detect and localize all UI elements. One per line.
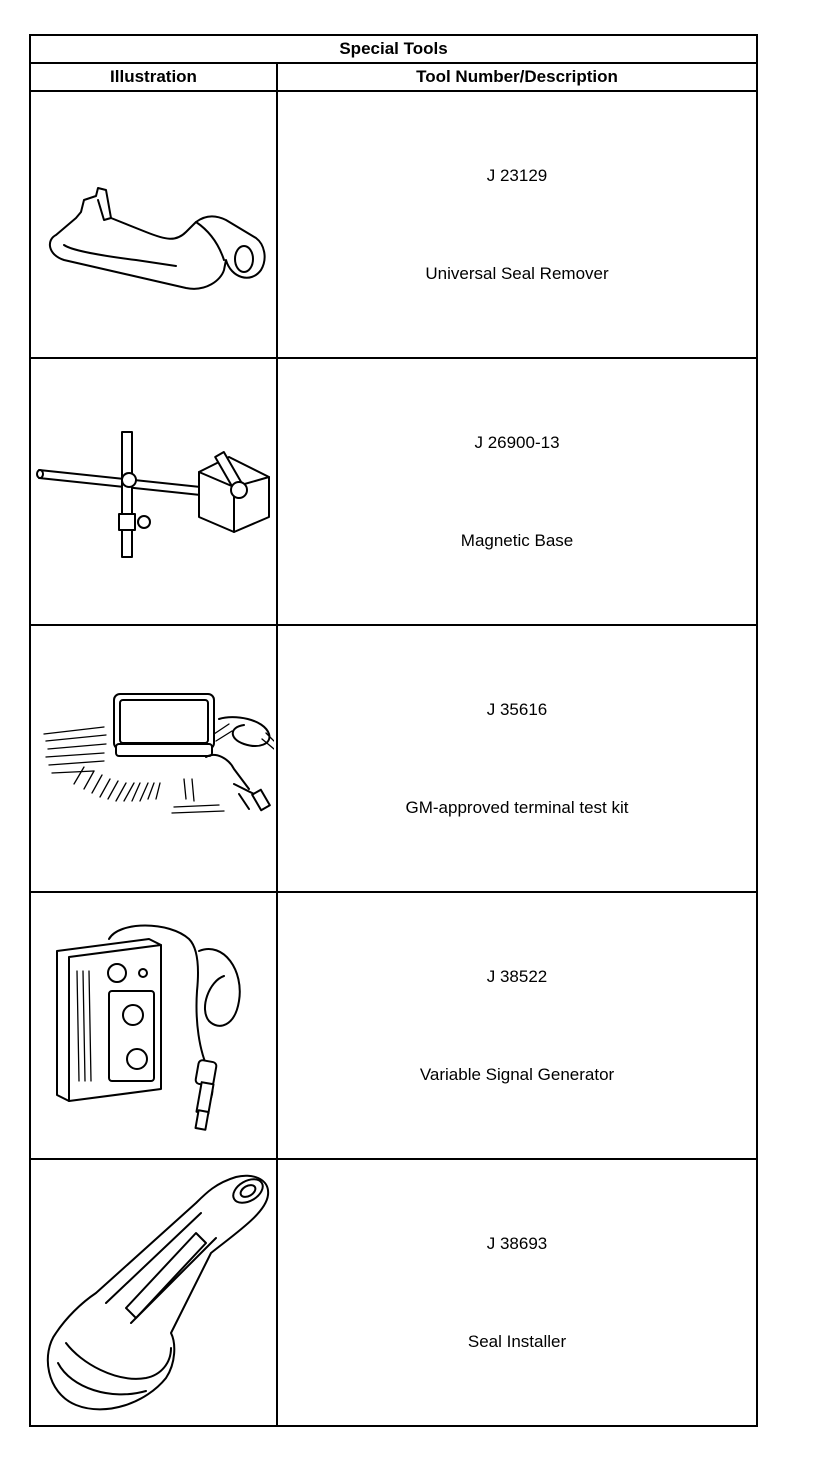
magnetic-base-illustration: [35, 430, 270, 558]
description-cell: J 38522 Variable Signal Generator: [275, 891, 759, 1160]
illustration-cell: [29, 891, 278, 1160]
illustration-cell: [29, 624, 278, 893]
tool-description: Seal Installer: [467, 1331, 567, 1351]
tool-number: J 38693: [486, 1233, 548, 1253]
table-row: J 26900-13 Magnetic Base: [29, 357, 759, 626]
description-cell: J 26900-13 Magnetic Base: [275, 357, 759, 626]
tool-number: J 38522: [486, 966, 548, 986]
table-row: J 23129 Universal Seal Remover: [29, 90, 759, 359]
tool-number: J 26900-13: [474, 432, 560, 452]
universal-seal-remover-illustration: [48, 186, 266, 290]
table-title-row: Special Tools: [28, 34, 759, 64]
tool-number: J 35616: [486, 699, 548, 719]
tool-description: Variable Signal Generator: [419, 1064, 615, 1084]
table-row: J 35616 GM-approved terminal test kit: [29, 624, 759, 893]
special-tools-table: Special Tools Illustration Tool Number/D…: [28, 34, 759, 1427]
header-illustration: Illustration: [29, 62, 278, 92]
terminal-test-kit-illustration: [42, 692, 274, 814]
variable-signal-generator-illustration: [55, 924, 241, 1131]
description-cell: J 38693 Seal Installer: [275, 1158, 759, 1427]
tool-description: GM-approved terminal test kit: [405, 797, 629, 817]
table-row: J 38693 Seal Installer: [29, 1158, 759, 1427]
description-cell: J 23129 Universal Seal Remover: [275, 90, 759, 359]
table-header-row: Illustration Tool Number/Description: [29, 62, 759, 92]
illustration-cell: [29, 357, 278, 626]
illustration-cell: [29, 90, 278, 359]
tool-description: Magnetic Base: [460, 530, 574, 550]
tool-number: J 23129: [486, 165, 548, 185]
header-description: Tool Number/Description: [275, 62, 759, 92]
table-row: J 38522 Variable Signal Generator: [29, 891, 759, 1160]
table-title: Special Tools: [28, 34, 759, 64]
seal-installer-illustration: [46, 1174, 270, 1410]
description-cell: J 35616 GM-approved terminal test kit: [275, 624, 759, 893]
tool-description: Universal Seal Remover: [425, 263, 609, 283]
illustration-cell: [29, 1158, 278, 1427]
